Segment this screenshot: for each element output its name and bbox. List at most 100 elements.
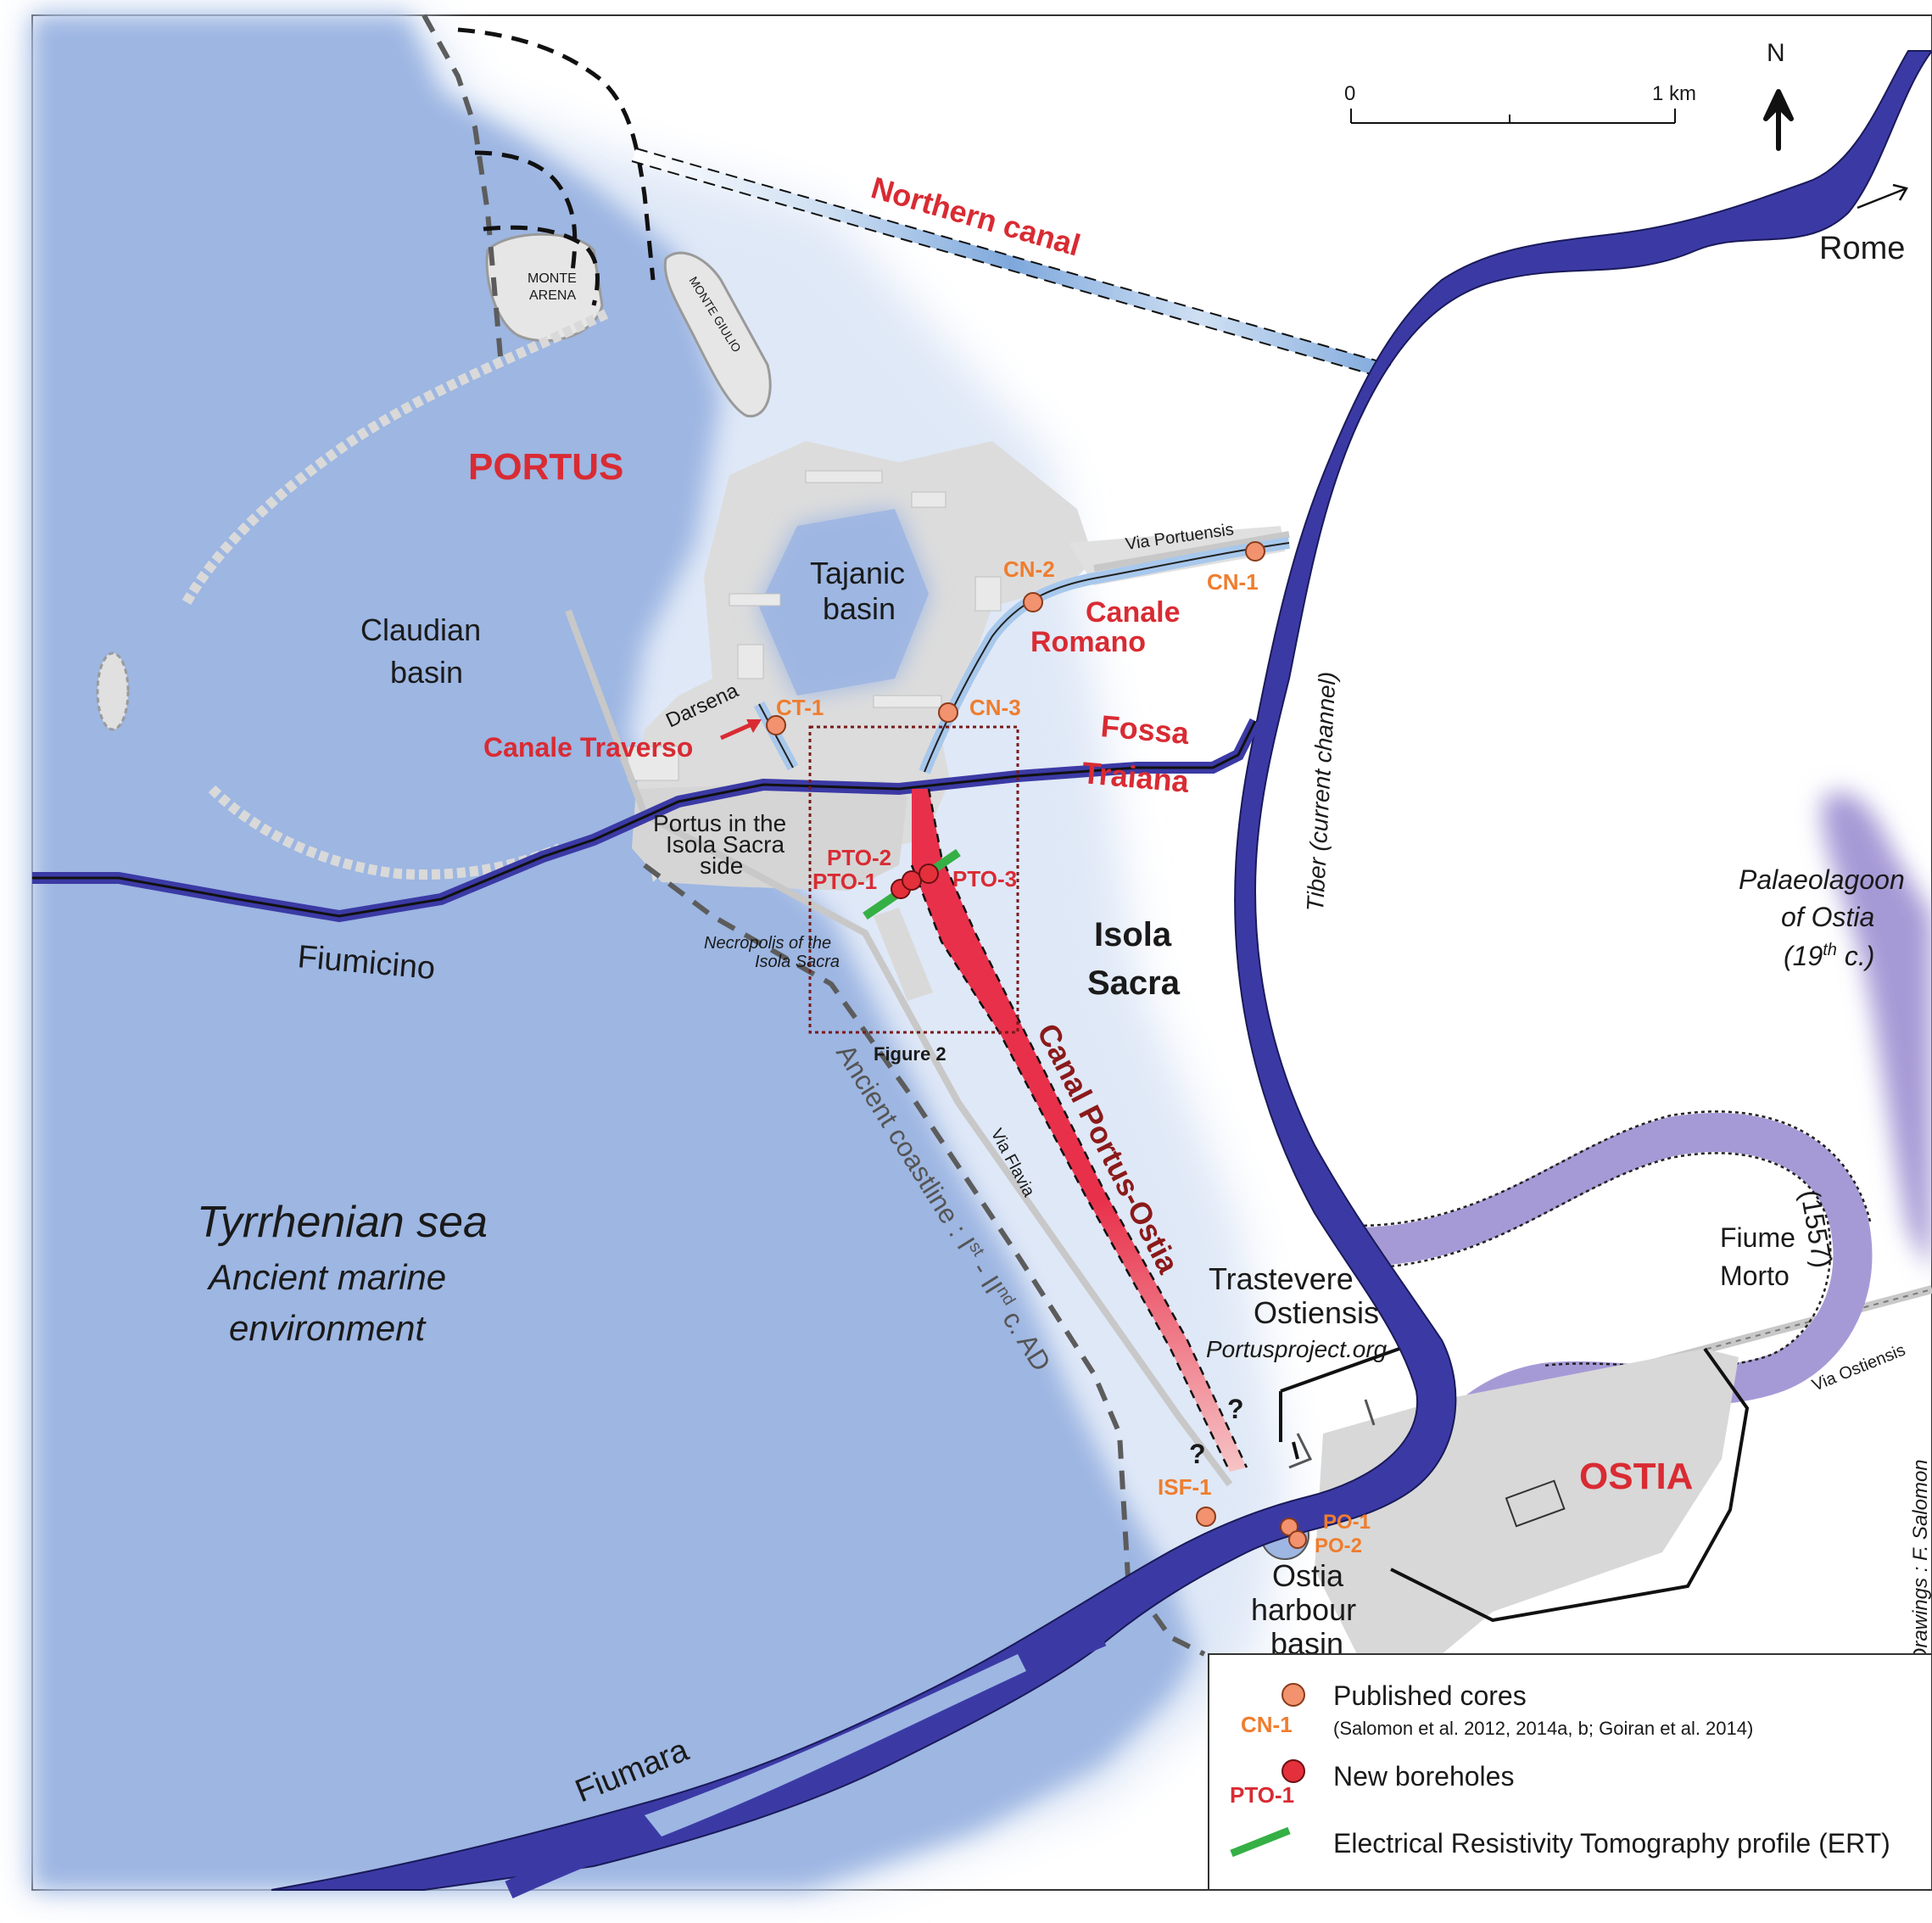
legend-box: [1208, 1653, 1932, 1891]
label-traverso: Canale Traverso: [483, 732, 693, 763]
label-cn3: CN-3: [969, 695, 1021, 720]
place-palaeo-3: (19th c.): [1784, 941, 1874, 971]
portus-complex: [627, 441, 1285, 882]
place-claudian-2: basin: [390, 655, 463, 690]
label-fossa-1: Fossa: [1099, 708, 1191, 751]
new-boreholes: [891, 864, 939, 899]
place-harbour-2: harbour: [1251, 1592, 1356, 1627]
figure-2-box: [808, 725, 1019, 1034]
place-sea-3: environment: [229, 1308, 427, 1348]
place-portusproject: Portusproject.org: [1206, 1336, 1388, 1362]
place-palaeo-1: Palaeolagoon: [1739, 864, 1905, 895]
legend: CN-1 Published cores (Salomon et al. 201…: [1208, 1653, 1932, 1891]
place-palaeo-2: of Ostia: [1781, 902, 1874, 932]
palaeo-century-post: c.): [1837, 941, 1874, 971]
place-necropolis-2: Isola Sacra: [755, 953, 840, 971]
rome-arrow-icon: [1857, 183, 1908, 210]
label-ct1: CT-1: [776, 695, 824, 720]
north-label: N: [1767, 39, 1785, 67]
place-portus-isola-1: Portus in the: [653, 810, 786, 836]
place-portus-isola-3: side: [700, 852, 743, 879]
label-pto2: PTO-2: [827, 845, 891, 870]
tiber-river: [271, 50, 1932, 1891]
place-tajanic-2: basin: [823, 591, 896, 626]
place-rome: Rome: [1819, 231, 1905, 266]
monte-giulio-island: [663, 251, 772, 418]
core-po2: [1288, 1530, 1307, 1549]
place-harbour-1: Ostia: [1272, 1558, 1344, 1593]
place-sea-1: Tyrrhenian sea: [197, 1198, 488, 1247]
published-cores: [766, 541, 1307, 1549]
north-arrow-icon: [1763, 89, 1794, 151]
place-monte-arena-2: ARENA: [529, 288, 576, 303]
canal-portus-ostia: [912, 789, 1247, 1472]
via-flavia-road: [565, 609, 1233, 1487]
borehole-pto2: [902, 870, 922, 891]
place-portus-isola-2: Isola Sacra: [666, 831, 785, 858]
scale-bar: [1350, 109, 1676, 124]
figure-2-label: Figure 2: [874, 1043, 946, 1065]
core-cn3: [938, 702, 958, 723]
legend-ert-label: Electrical Resistivity Tomography profil…: [1333, 1828, 1890, 1859]
borehole-pto3: [919, 864, 939, 884]
necropolis-strip: [874, 908, 933, 1001]
place-necropolis-1: Necropolis of the: [704, 934, 831, 953]
ancient-coastline: [643, 863, 1206, 1657]
ostia-walls: [1390, 1347, 1750, 1623]
isola-portus-area: [632, 780, 907, 891]
black-dashed-outlines: [457, 27, 656, 306]
label-romano-1: Canale: [1086, 596, 1181, 629]
label-isf1: ISF-1: [1158, 1474, 1212, 1500]
question-mark-1: ?: [1189, 1439, 1206, 1469]
label-cn2: CN-2: [1003, 556, 1055, 582]
north-coastline: [422, 14, 503, 357]
sea-body: [32, 15, 1196, 1890]
place-tajanic-1: Tajanic: [810, 556, 905, 590]
palaeo-century-pre: (19: [1784, 941, 1823, 971]
label-po1: PO-1: [1323, 1511, 1371, 1534]
legend-new-label: New boreholes: [1333, 1761, 1514, 1792]
place-sea-2: Ancient marine: [206, 1257, 446, 1297]
scale-zero: 0: [1344, 82, 1355, 105]
place-fiume-2: Morto: [1720, 1261, 1790, 1291]
label-pto1: PTO-1: [812, 869, 877, 894]
new-borehole-icon: [1281, 1759, 1305, 1783]
core-cn2: [1023, 592, 1043, 612]
core-isf1: [1196, 1507, 1216, 1527]
via-portuensis-road: [1093, 531, 1290, 572]
claudian-islet: [96, 651, 130, 731]
question-mark-2: ?: [1227, 1394, 1244, 1424]
fiumara-islet: [645, 1654, 1026, 1836]
scale-km: 1 km: [1652, 82, 1696, 105]
core-ct1: [766, 715, 786, 735]
ostia-forum: [1505, 1479, 1566, 1528]
place-claudian-1: Claudian: [360, 612, 481, 647]
legend-published-code: CN-1: [1241, 1712, 1293, 1737]
label-cn1: CN-1: [1207, 569, 1259, 595]
place-trastevere-2: Ostiensis: [1254, 1295, 1379, 1330]
place-ostia: OSTIA: [1579, 1456, 1693, 1497]
palaeo-century-sup: th: [1823, 941, 1837, 959]
place-monte-arena-1: MONTE: [528, 271, 577, 286]
place-isola-1: Isola: [1094, 916, 1172, 953]
northern-canal: [632, 148, 1391, 377]
core-po1: [1280, 1518, 1298, 1536]
trastevere-walls: [1279, 1347, 1400, 1460]
place-portus: PORTUS: [468, 446, 623, 488]
label-pto3: PTO-3: [952, 866, 1017, 892]
legend-new-code: PTO-1: [1230, 1782, 1294, 1808]
core-cn1: [1245, 541, 1265, 562]
label-po2: PO-2: [1315, 1534, 1362, 1557]
map-credit: Drawings : F. Salomon: [1909, 1459, 1932, 1663]
published-core-icon: [1281, 1683, 1305, 1707]
palaeolagoon: [1822, 791, 1932, 1272]
legend-published-label: Published cores: [1333, 1680, 1527, 1711]
legend-published-ref: (Salomon et al. 2012, 2014a, b; Goiran e…: [1333, 1718, 1753, 1739]
place-fiume-1: Fiume: [1720, 1222, 1795, 1253]
north-mole: [181, 309, 609, 605]
label-romano-2: Romano: [1030, 626, 1146, 658]
place-isola-2: Sacra: [1087, 964, 1181, 1002]
place-trastevere-1: Trastevere: [1209, 1261, 1354, 1296]
ert-line-icon: [1230, 1826, 1291, 1858]
